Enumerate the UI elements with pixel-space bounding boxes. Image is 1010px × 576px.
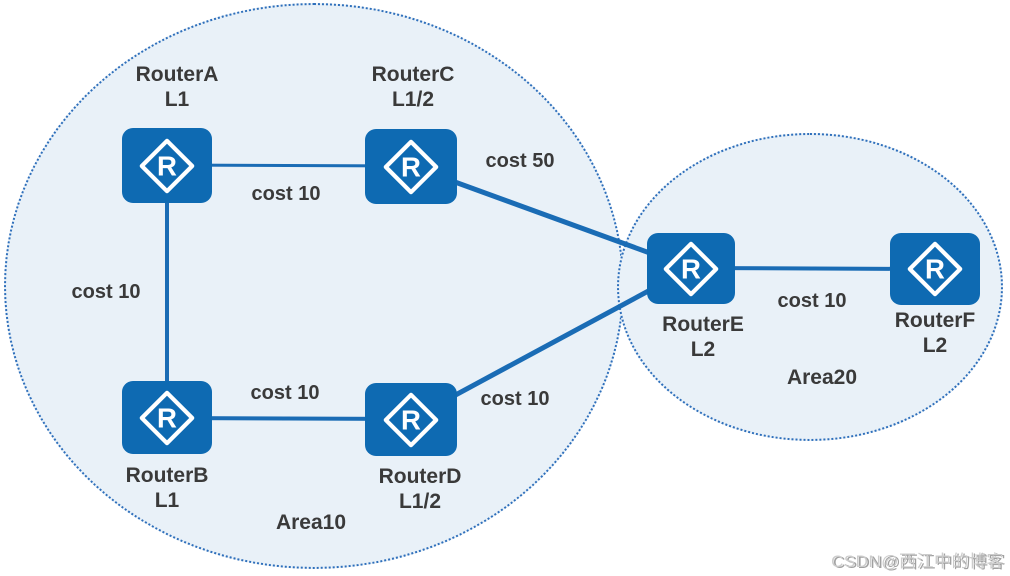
router-level: L1/2 xyxy=(391,88,435,111)
cost-label-b-d: cost 10 xyxy=(250,382,320,404)
cost-label-a-b: cost 10 xyxy=(71,281,141,303)
router-name: RouterC xyxy=(371,63,455,86)
router-name: RouterD xyxy=(378,465,462,488)
area10-ellipse xyxy=(4,3,624,569)
router-c-node: R xyxy=(365,129,457,204)
router-e-node: R xyxy=(647,233,735,304)
area10-label: Area10 xyxy=(275,511,347,534)
router-level: L1 xyxy=(164,88,190,111)
router-a-label: RouterA L1 xyxy=(97,62,257,112)
router-name: RouterB xyxy=(125,464,209,487)
router-b-node: R xyxy=(122,381,212,454)
router-f-label: RouterF L2 xyxy=(855,308,1010,358)
router-level: L2 xyxy=(922,334,948,357)
router-glyph: R xyxy=(401,151,421,182)
router-d-node: R xyxy=(365,383,457,456)
area20-label: Area20 xyxy=(786,366,858,389)
router-c-label: RouterC L1/2 xyxy=(333,62,493,112)
router-icon: R xyxy=(139,390,195,445)
router-name: RouterE xyxy=(662,313,744,336)
router-d-label: RouterD L1/2 xyxy=(340,464,500,514)
router-icon: R xyxy=(383,139,439,194)
router-b-label: RouterB L1 xyxy=(87,463,247,513)
router-icon: R xyxy=(663,241,719,296)
router-icon: R xyxy=(907,241,963,297)
router-icon: R xyxy=(139,138,195,193)
router-glyph: R xyxy=(157,150,177,181)
router-level: L1/2 xyxy=(398,490,442,513)
router-f-node: R xyxy=(890,233,980,305)
router-glyph: R xyxy=(925,254,945,285)
cost-label-c-e: cost 50 xyxy=(485,150,555,172)
link-routerc-routere xyxy=(410,163,692,271)
router-glyph: R xyxy=(401,404,421,435)
cost-label-d-e: cost 10 xyxy=(480,388,550,410)
router-e-label: RouterE L2 xyxy=(623,312,783,362)
router-icon: R xyxy=(383,392,439,447)
cost-label-a-c: cost 10 xyxy=(251,183,321,205)
router-a-node: R xyxy=(122,128,212,203)
router-level: L2 xyxy=(690,338,716,361)
router-name: RouterF xyxy=(894,309,976,332)
cost-label-e-f: cost 10 xyxy=(777,290,847,312)
router-glyph: R xyxy=(681,253,701,284)
link-routerd-routere xyxy=(409,265,693,422)
router-glyph: R xyxy=(157,402,177,433)
router-level: L1 xyxy=(154,489,180,512)
router-name: RouterA xyxy=(135,63,219,86)
csdn-watermark: CSDN@西江中的博客 xyxy=(831,552,1004,571)
